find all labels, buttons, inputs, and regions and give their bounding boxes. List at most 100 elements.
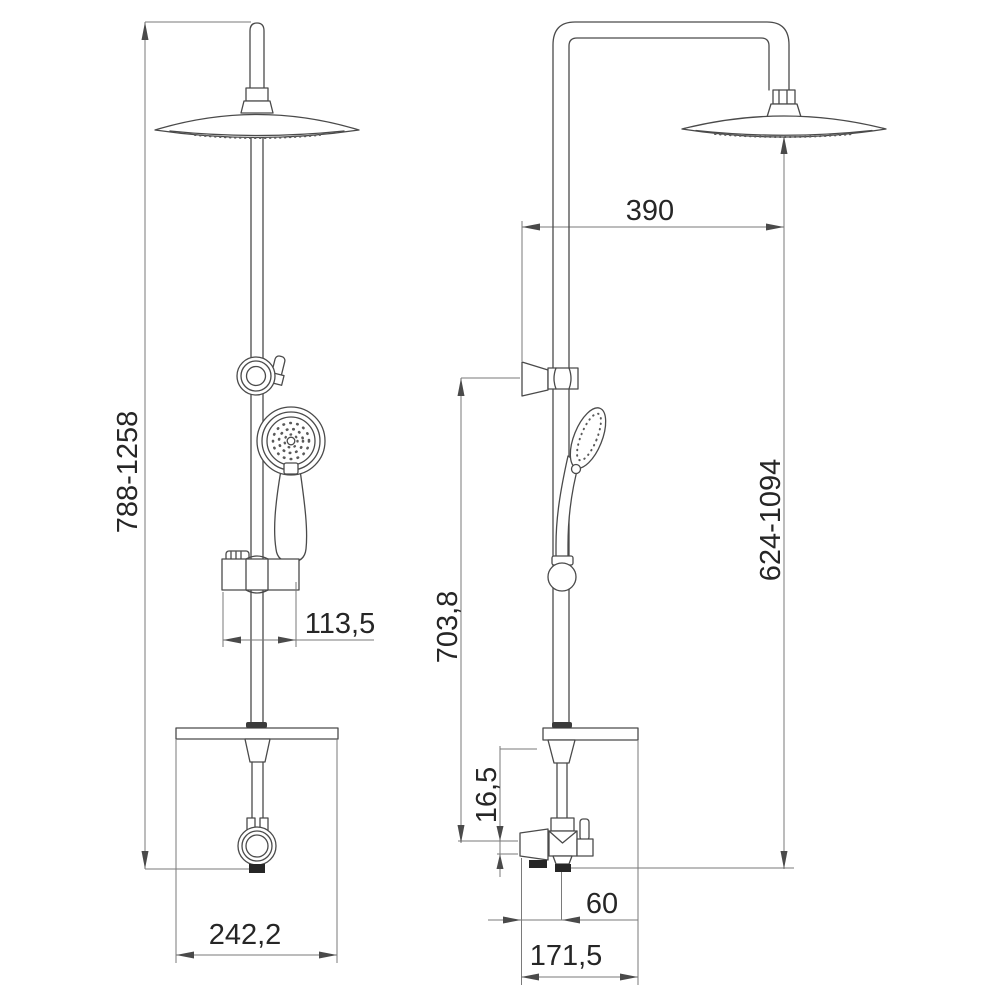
elbow-ring-outer bbox=[237, 826, 277, 866]
arrowhead-left-point bbox=[562, 916, 580, 924]
elbow-seal-pad bbox=[249, 864, 265, 873]
lower-pipe bbox=[251, 761, 264, 819]
dim-label-outlet-offset: 60 bbox=[586, 888, 618, 920]
dim-side-head-height: 624-1094 bbox=[567, 136, 794, 869]
shelf-pipe-collar bbox=[246, 722, 267, 728]
side-column-pipe bbox=[552, 21, 790, 729]
dim-front-slider-offset: 113,5 bbox=[222, 582, 375, 647]
ring-mid bbox=[240, 360, 272, 392]
bracket-clamp-lines bbox=[245, 555, 269, 594]
arrowhead-down bbox=[141, 851, 149, 869]
dim-label-slider-offset: 113,5 bbox=[305, 608, 375, 640]
dim-label-front-height: 788-1258 bbox=[112, 411, 144, 534]
elbow-ring-mid bbox=[241, 830, 273, 862]
dim-front-base-width: 242,2 bbox=[175, 739, 338, 963]
valve-bottom-outlet bbox=[552, 855, 573, 865]
front-rain-shower-head bbox=[154, 113, 360, 139]
front-head-connector bbox=[240, 87, 274, 114]
head-disc bbox=[681, 115, 887, 138]
clamp-waist-lines bbox=[553, 367, 572, 390]
knob bbox=[547, 562, 577, 592]
arrowhead-left bbox=[522, 223, 540, 231]
side-hand-shower bbox=[555, 407, 607, 559]
dim-label-inlet-offset: 16,5 bbox=[471, 767, 503, 823]
dim-side-head-reach: 390 bbox=[521, 195, 784, 361]
side-head-connector bbox=[766, 89, 802, 118]
column-outer-line bbox=[552, 21, 790, 729]
side-view: 624-1094 390 bbox=[432, 21, 887, 985]
bracket-body bbox=[221, 558, 300, 591]
front-diverter-ring bbox=[236, 355, 286, 396]
valve-lever-pin bbox=[579, 818, 590, 841]
arrowhead-left bbox=[223, 636, 241, 644]
shelf-pipe-collar bbox=[552, 722, 572, 728]
face-bottom-tab bbox=[283, 462, 299, 475]
arrowhead-right bbox=[319, 951, 337, 959]
top-stub-pipe bbox=[249, 22, 265, 89]
connector-flange bbox=[766, 103, 802, 118]
arrowhead-up bbox=[496, 854, 504, 869]
arrowhead-down bbox=[457, 825, 465, 843]
dim-side-outlet-offset: 60 bbox=[488, 858, 638, 985]
nut-facets bbox=[778, 89, 788, 105]
side-rain-shower-head bbox=[681, 115, 887, 138]
ring-inner bbox=[245, 365, 267, 387]
nozzle-ring-inner bbox=[283, 433, 299, 449]
head-rim-line bbox=[695, 129, 873, 136]
side-wall-bracket bbox=[521, 361, 579, 397]
valve-top-nut bbox=[550, 817, 575, 832]
nozzle-ring-outer bbox=[271, 421, 311, 461]
arrowhead-up bbox=[457, 378, 465, 396]
front-slider-bracket bbox=[221, 550, 300, 594]
dim-label-head-reach: 390 bbox=[626, 195, 674, 227]
valve-bottom-seal bbox=[555, 864, 571, 872]
arrowhead-right bbox=[278, 636, 296, 644]
front-hand-shower bbox=[256, 406, 326, 563]
column-inner-line bbox=[568, 37, 770, 729]
dim-label-base-width: 242,2 bbox=[209, 919, 282, 951]
connector-nut bbox=[772, 89, 796, 105]
arrowhead-left bbox=[176, 951, 194, 959]
dim-label-bracket-height: 703,8 bbox=[432, 591, 464, 664]
head-nozzle-dots bbox=[714, 133, 854, 138]
hand-shower-nozzles bbox=[576, 412, 602, 462]
hand-shower-nub bbox=[570, 463, 582, 475]
arrowhead-right bbox=[766, 223, 784, 231]
arrowhead-left bbox=[521, 973, 539, 981]
dim-side-inlet-offset: 16,5 bbox=[471, 746, 537, 877]
escutcheon-seal bbox=[529, 860, 547, 868]
nozzle-ring-mid bbox=[277, 427, 305, 455]
head-disc bbox=[154, 113, 360, 139]
elbow-ring-inner bbox=[245, 834, 269, 858]
front-view: 788-1258 bbox=[112, 21, 375, 963]
hand-shower-handle bbox=[273, 469, 308, 563]
head-nozzle-dots bbox=[194, 134, 321, 139]
arrowhead-down bbox=[496, 826, 504, 841]
shelf-plate bbox=[175, 727, 339, 740]
dim-label-head-height: 624-1094 bbox=[755, 459, 787, 582]
arrowhead-down bbox=[780, 851, 788, 869]
side-shelf bbox=[542, 722, 639, 819]
under-shelf-cone bbox=[547, 739, 576, 764]
valve-side-outlet bbox=[576, 838, 594, 857]
front-wall-elbow bbox=[237, 817, 277, 873]
valve-body-vee bbox=[548, 830, 578, 844]
face-center-emblem bbox=[286, 436, 296, 446]
connector-flange bbox=[240, 100, 274, 114]
arrowhead-up bbox=[141, 22, 149, 40]
bracket-clamp bbox=[547, 367, 579, 390]
side-slider-knob bbox=[547, 555, 577, 592]
bracket-cone bbox=[521, 361, 549, 397]
arrowhead-up bbox=[780, 136, 788, 154]
front-shelf bbox=[175, 722, 339, 819]
ring-outer bbox=[236, 356, 276, 396]
valve-escutcheon-cone bbox=[519, 828, 549, 861]
head-rim-line bbox=[169, 130, 345, 137]
shelf-plate bbox=[542, 727, 639, 741]
connector-nut bbox=[245, 87, 269, 102]
dim-front-height: 788-1258 bbox=[112, 21, 264, 870]
arrowhead-right bbox=[620, 973, 638, 981]
under-shelf-cone bbox=[244, 738, 271, 763]
